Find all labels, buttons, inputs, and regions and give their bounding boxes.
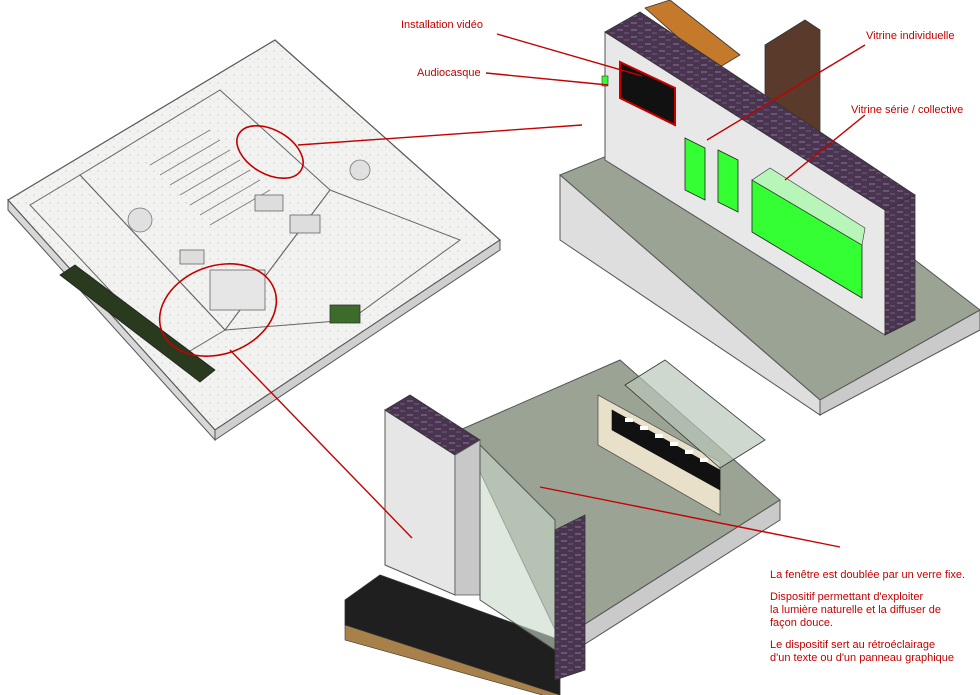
window-view <box>344 359 781 695</box>
leader-vitrine-individuelle <box>706 44 866 141</box>
leader-installation-video <box>496 33 643 77</box>
stairs <box>149 129 271 226</box>
note-verre-fixe: La fenêtre est doublée par un verre fixe… <box>770 569 966 581</box>
leader-plan-to-wall <box>297 124 583 146</box>
vitrine-individuelle-1 <box>684 137 706 201</box>
note-lumiere: Dispositif permettant d'exploiter la lum… <box>770 591 942 629</box>
leader-vitrine-serie <box>784 114 866 181</box>
window-notes: La fenêtre est doublée par un verre fixe… <box>770 569 975 674</box>
note-retroeclairage: Le dispositif sert au rétroéclairage d'u… <box>770 639 955 664</box>
label-vitrine-serie: Vitrine série / collective <box>851 104 964 116</box>
highlight-ellipse-top <box>236 124 304 180</box>
headset <box>601 75 609 87</box>
leader-lines <box>229 33 866 548</box>
leader-glass-note <box>539 486 841 548</box>
vitrine-wall-view <box>559 0 980 416</box>
floor-plan <box>7 39 501 442</box>
label-installation-video: Installation vidéo <box>401 19 483 31</box>
highlight-ellipse-bottom <box>158 263 278 357</box>
video-screen <box>619 60 676 127</box>
vitrine-individuelle-2 <box>717 149 739 213</box>
leader-plan-to-window <box>229 349 413 539</box>
label-audiocasque: Audiocasque <box>417 67 481 79</box>
label-vitrine-individuelle: Vitrine individuelle <box>866 30 955 42</box>
leader-audiocasque <box>485 72 609 86</box>
